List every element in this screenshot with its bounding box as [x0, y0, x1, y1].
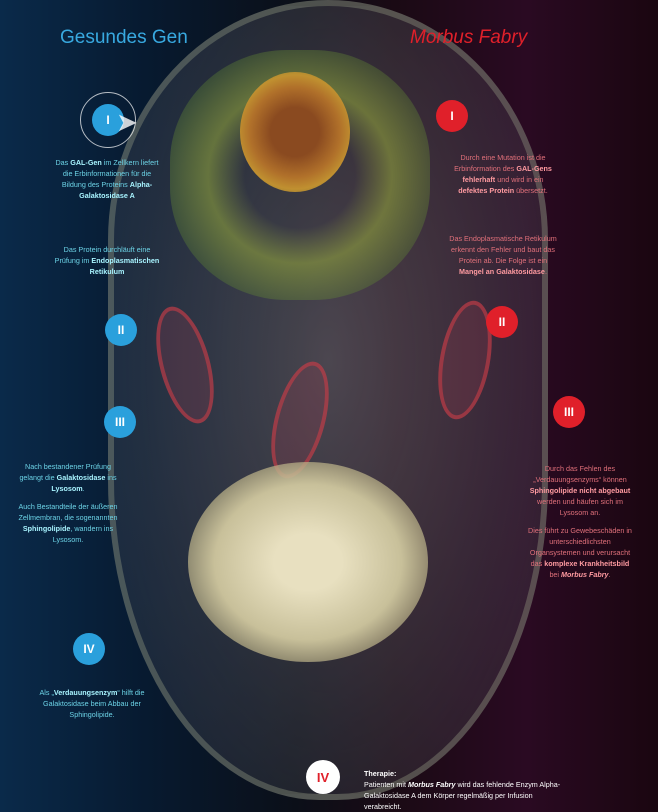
highlight-text: Verdauungsenzym	[53, 688, 118, 697]
text-segment: Das Protein durchläuft eine Prüfung im	[54, 245, 151, 265]
text-segment: Nach bestandener Prüfung gelangt die	[19, 462, 111, 482]
text-segment: Durch eine Mutation ist die Erbinformati…	[454, 153, 546, 173]
text-segment: übersetzt.	[514, 186, 548, 195]
highlight-text: komplexe Krankheitsbild	[544, 559, 630, 568]
highlight-text: GAL-Gens fehlerhaft	[462, 164, 552, 184]
highlight-text: Sphingolipide	[22, 524, 71, 533]
active-step-ring	[80, 92, 136, 148]
text-segment: und wird in ein	[495, 175, 544, 184]
text-segment: Das	[55, 158, 71, 167]
highlight-text: Lysosom	[51, 484, 83, 493]
title-healthy-gene: Gesundes Gen	[60, 27, 188, 48]
text-segment: , wandern ins Lysosom.	[52, 524, 114, 544]
highlight-text: Endoplasmatischen Retikulum	[89, 256, 160, 276]
step-button-left-2[interactable]: II	[105, 314, 137, 346]
text-segment: im Zellkern liefert die Erbinformationen…	[61, 158, 159, 189]
step-button-left-1[interactable]: I	[92, 104, 124, 136]
therapy-text: Patienten mit Morbus Fabry wird das fehl…	[364, 779, 564, 812]
right-text-2: Das Endoplasmatische Retikulum erkennt d…	[448, 233, 558, 277]
left-text-3: Nach bestandener Prüfung gelangt die Gal…	[18, 461, 118, 494]
highlight-text: GAL-Gen	[70, 158, 102, 167]
text-segment: “ hilft die Galaktosidase beim Abbau der…	[43, 688, 145, 719]
text-segment: ins	[105, 473, 117, 482]
left-text-2: Das Protein durchläuft eine Prüfung im E…	[52, 244, 162, 277]
right-text-3: Durch das Fehlen des „Verdauungsenzyms“ …	[525, 463, 635, 518]
highlight-text: Morbus Fabry	[407, 780, 456, 789]
lysosome	[188, 462, 428, 662]
step-button-left-4[interactable]: IV	[73, 633, 105, 665]
step-button-left-3[interactable]: III	[104, 406, 136, 438]
text-segment: Das Endoplasmatische Retikulum erkennt d…	[449, 234, 557, 265]
step-button-right-2[interactable]: II	[486, 306, 518, 338]
text-segment: Patienten mit	[364, 780, 408, 789]
text-segment: .	[608, 570, 611, 579]
text-segment: Dies führt zu Gewebeschäden in unterschi…	[528, 526, 632, 568]
right-text-4: Dies führt zu Gewebeschäden in unterschi…	[525, 525, 635, 580]
left-text-5: Als „Verdauungsenzym“ hilft die Galaktos…	[28, 687, 156, 720]
text-segment: .	[82, 484, 85, 493]
highlight-text: Mangel an Galaktosidase	[459, 267, 545, 276]
text-segment: Als „	[39, 688, 54, 697]
text-segment: Auch Bestandteile der äußeren Zellmembra…	[18, 502, 118, 522]
highlight-text: Galaktosidase	[56, 473, 106, 482]
highlight-text: Therapie:	[364, 769, 397, 778]
therapy-step-badge: IV	[306, 760, 340, 794]
step-button-right-1[interactable]: I	[436, 100, 468, 132]
step-button-right-3[interactable]: III	[553, 396, 585, 428]
highlight-text: Alpha-Galaktosidase A	[79, 180, 153, 200]
text-segment: wird das fehlende Enzym Alpha-Galaktosid…	[364, 780, 561, 811]
highlight-text: defektes Protein	[458, 186, 515, 195]
highlight-text: Morbus Fabry	[561, 570, 609, 579]
text-segment: werden und häufen sich im Lysosom an.	[537, 497, 623, 517]
cursor-icon: ➤	[116, 108, 138, 138]
left-text-1: Das GAL-Gen im Zellkern liefert die Erbi…	[52, 157, 162, 201]
left-text-4: Auch Bestandteile der äußeren Zellmembra…	[18, 501, 118, 545]
title-morbus-fabry: Morbus Fabry	[410, 27, 528, 48]
right-text-1: Durch eine Mutation ist die Erbinformati…	[448, 152, 558, 196]
therapy-heading: Therapie:	[364, 768, 554, 779]
text-segment: Durch das Fehlen des „Verdauungsenzyms“ …	[533, 464, 627, 484]
highlight-text: Sphingolipide nicht abgebaut	[529, 486, 631, 495]
cell-nucleus	[240, 72, 350, 192]
text-segment: bei	[549, 570, 562, 579]
text-segment: .	[544, 267, 547, 276]
